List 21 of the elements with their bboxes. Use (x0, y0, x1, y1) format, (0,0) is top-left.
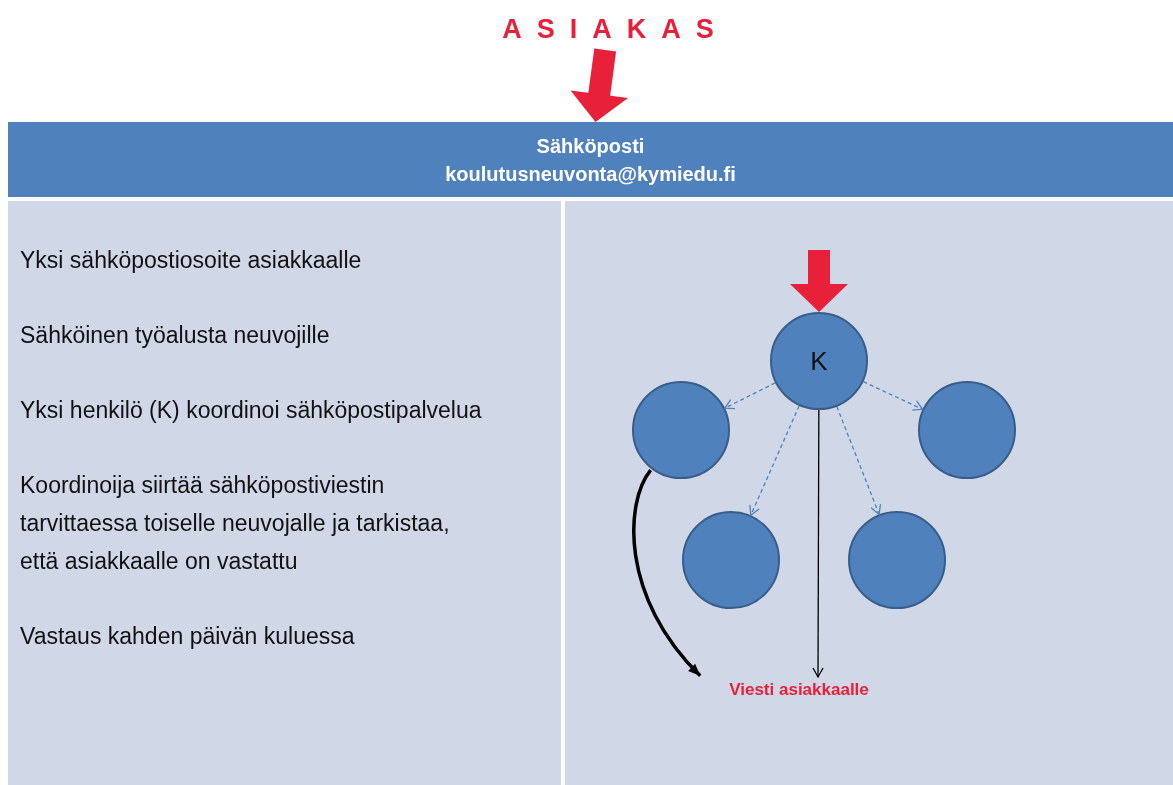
email-address: koulutusneuvonta@kymiedu.fi (445, 162, 736, 187)
arrow (836, 405, 882, 516)
header-bar (8, 122, 1173, 197)
diagram-panel (565, 201, 1173, 785)
message-label: Viesti asiakkaalle (704, 677, 894, 703)
arrow (632, 469, 702, 677)
arrow (812, 409, 824, 678)
arrow (749, 405, 800, 516)
paragraph: Vastaus kahden päivän kuluessa (20, 622, 356, 651)
arrow (724, 382, 776, 410)
heading-text: Sähköposti (536, 134, 645, 159)
text-panel (8, 201, 561, 785)
arrow (862, 381, 924, 411)
paragraph: Yksi henkilö (K) koordinoi sähköpostipalvelua (20, 396, 483, 425)
paragraph: Sähköinen työalusta neuvojille (20, 321, 331, 350)
block-arrow (790, 250, 848, 312)
paragraph: Koordinoija siirtää sähköpostiviestin tarvittaessa toiselle neuvojalle ja tarkistaa, että asiakkaalle on vastattu (20, 471, 451, 576)
paragraph: Yksi sähköpostiosoite asiakkaalle (20, 246, 363, 275)
coordinator-circle: K (770, 312, 868, 410)
block-arrow (570, 48, 628, 122)
customer-label: ASIAKAS (470, 8, 746, 50)
